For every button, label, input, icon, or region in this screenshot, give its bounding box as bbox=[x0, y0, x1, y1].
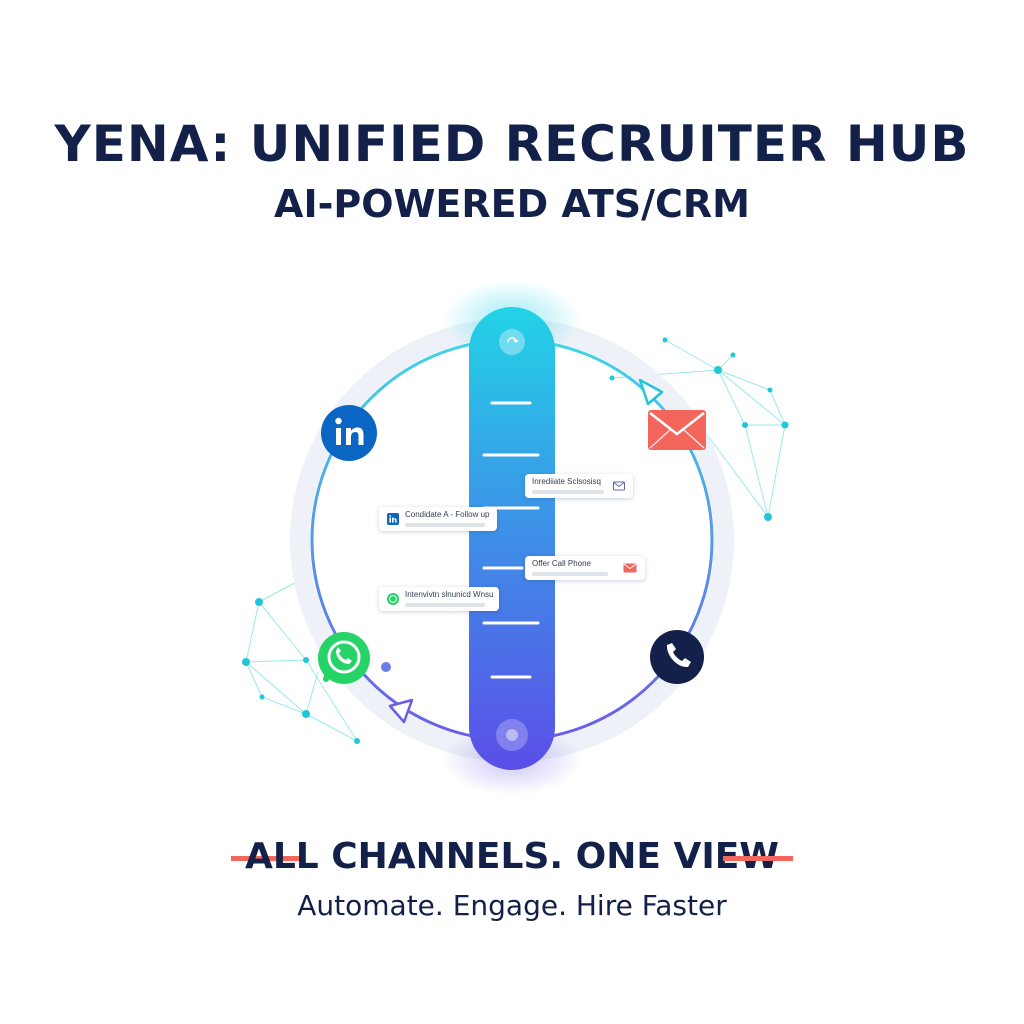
network-dots-right bbox=[609, 337, 789, 521]
page-title: YENA: UNIFIED RECRUITER HUB bbox=[54, 115, 970, 173]
network-nodes-left bbox=[245, 579, 358, 742]
timeline-top-knob[interactable] bbox=[499, 329, 525, 355]
card-text: Offer Call Phone bbox=[532, 559, 591, 568]
timeline-card-interview-schedule[interactable]: Inrediiate Sclsosisq bbox=[525, 474, 633, 498]
tagline-divider-left bbox=[231, 856, 301, 861]
sync-icon bbox=[507, 337, 519, 343]
card-text: Condidate A - Follow up bbox=[405, 510, 490, 519]
timeline-bottom-knob[interactable] bbox=[496, 719, 528, 751]
mail-icon bbox=[623, 563, 637, 573]
email-icon[interactable] bbox=[648, 410, 706, 450]
slogan: Automate. Engage. Hire Faster bbox=[297, 889, 727, 922]
ring-dot bbox=[381, 662, 391, 672]
whatsapp-icon[interactable] bbox=[318, 632, 370, 684]
card-text: Intenvivtn slnunicd Wnsu bbox=[405, 590, 494, 599]
timeline-ticks bbox=[482, 401, 540, 679]
timeline-bar bbox=[469, 307, 555, 770]
phone-icon[interactable] bbox=[650, 630, 704, 684]
whatsapp-small-icon bbox=[387, 593, 399, 605]
ring-arrow-bottom-icon bbox=[388, 698, 414, 724]
tagline-divider-right bbox=[723, 856, 793, 861]
timeline-card-offer-call[interactable]: Offer Call Phone bbox=[525, 556, 645, 580]
timeline-card-candidate-follow-up[interactable]: Condidate A - Follow up bbox=[379, 507, 497, 531]
card-text: Inrediiate Sclsosisq bbox=[532, 477, 601, 486]
timeline-card-interview-scheduled[interactable]: Intenvivtn slnunicd Wnsu bbox=[379, 587, 499, 611]
page-subtitle: AI-POWERED ATS/CRM bbox=[274, 182, 750, 226]
linkedin-small-icon bbox=[387, 513, 399, 525]
ring-arrow-top-icon bbox=[638, 378, 664, 406]
tagline-row: ALL CHANNELS. ONE VIEW bbox=[0, 832, 1024, 882]
network-nodes-right bbox=[611, 339, 786, 518]
linkedin-icon[interactable] bbox=[321, 405, 377, 461]
tagline: ALL CHANNELS. ONE VIEW bbox=[244, 836, 780, 877]
mail-icon bbox=[613, 481, 625, 491]
